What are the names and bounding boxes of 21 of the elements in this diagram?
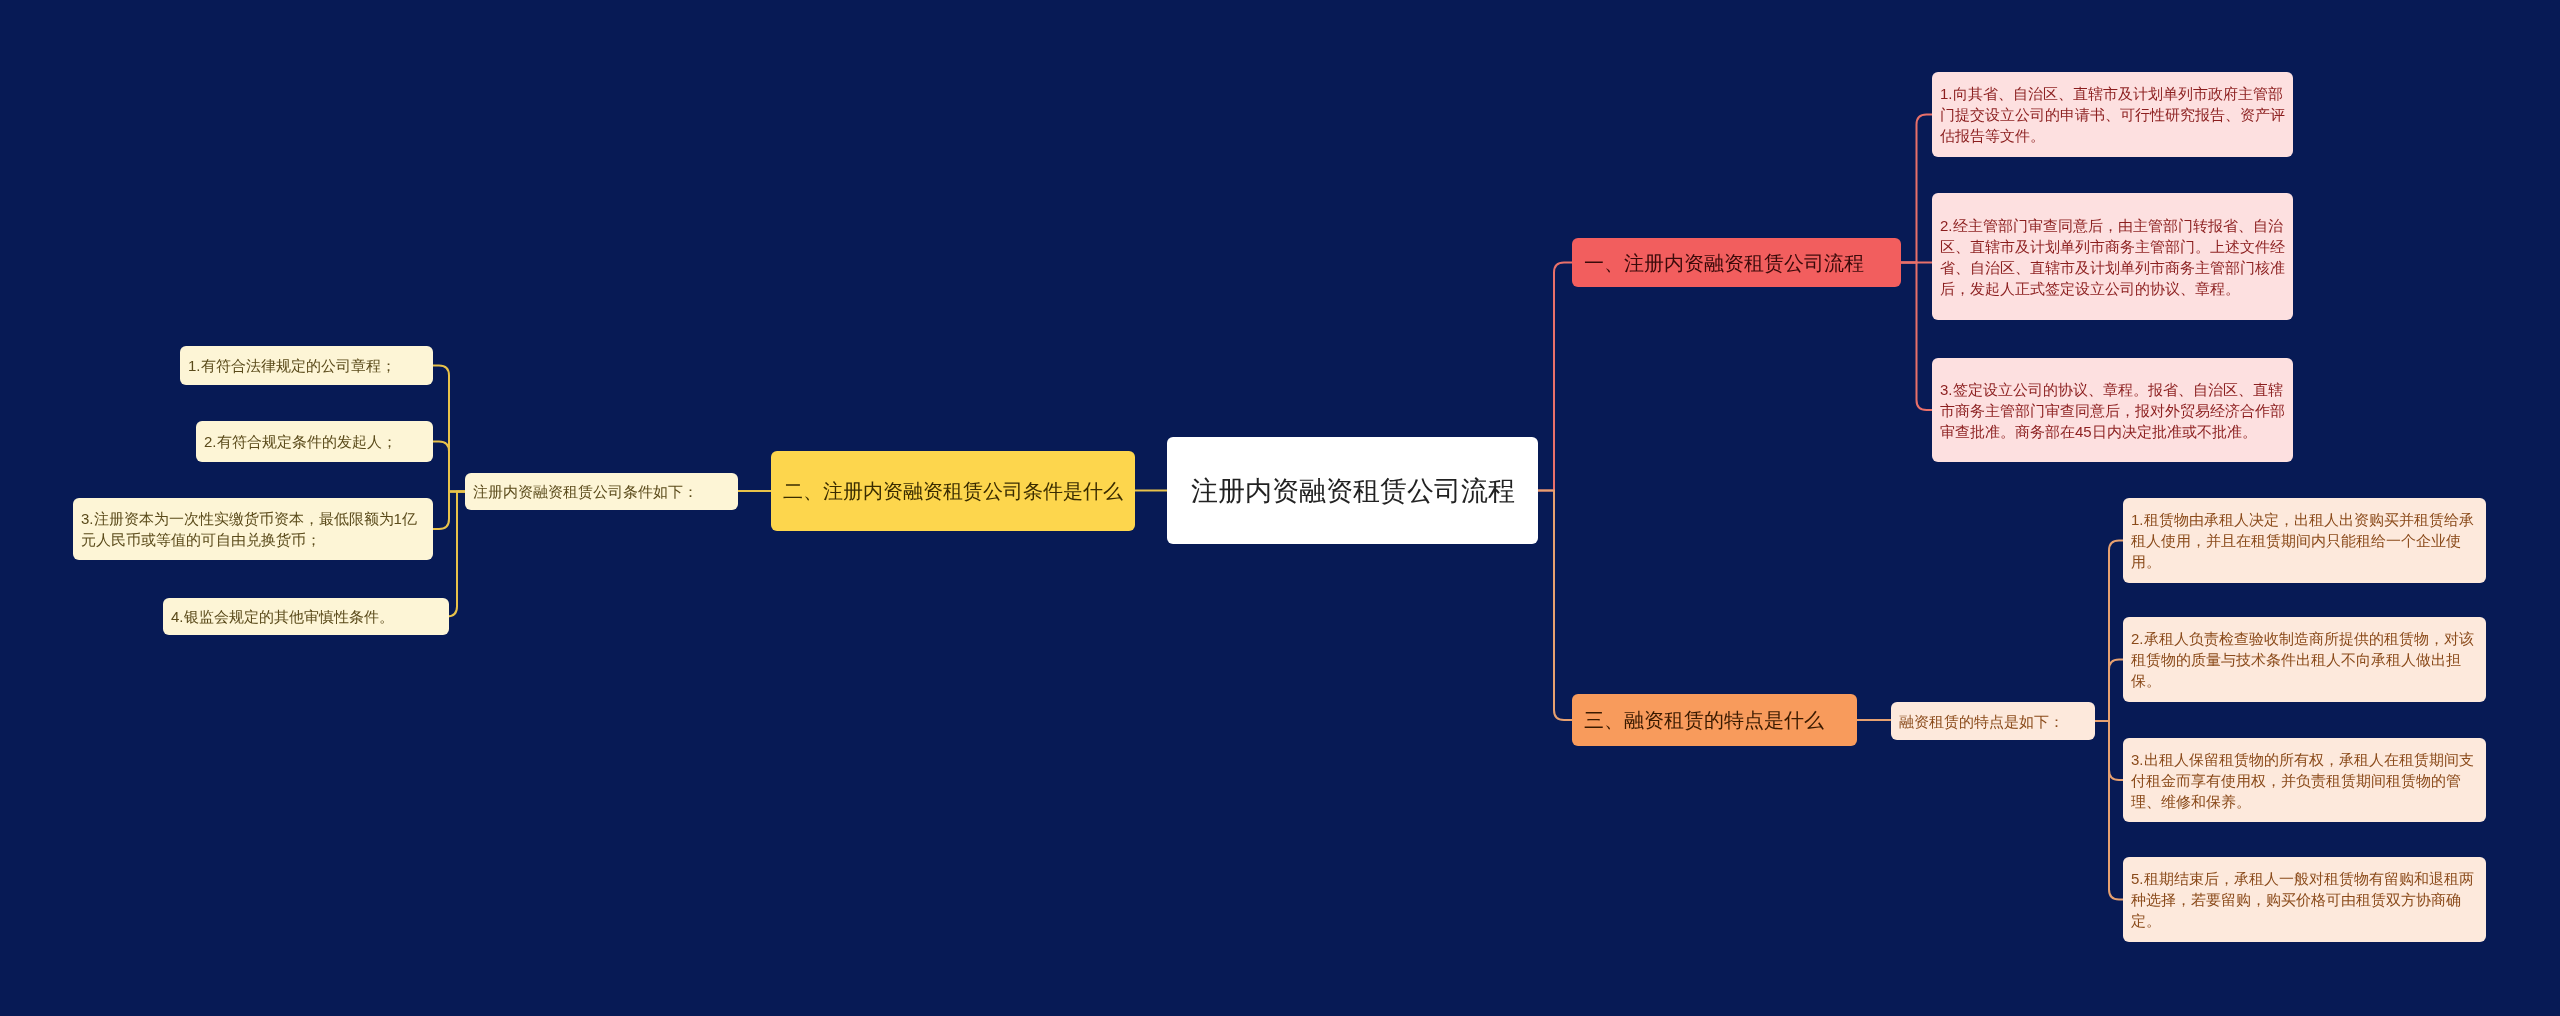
branch-topic: 二、注册内资融资租赁公司条件是什么 (771, 451, 1135, 531)
connector-line (1134, 489, 1168, 492)
subtopic-card: 1.有符合法律规定的公司章程； (180, 346, 433, 385)
subtopic-card: 1.租赁物由承租人决定，出租人出资购买并租赁给承租人使用，并且在租赁期间内只能租给一个企业使用。 (2123, 498, 2486, 583)
subtopic-card: 4.银监会规定的其他审慎性条件。 (163, 598, 449, 635)
subtopic-card: 3.出租人保留租赁物的所有权，承租人在租赁期间支付租金而享有使用权，并负责租赁期间租赁物的管理、维修和保养。 (2123, 738, 2486, 822)
subtopic-card: 融资租赁的特点是如下： (1891, 702, 2095, 740)
subtopic-card: 2.承租人负责检查验收制造商所提供的租赁物，对该租赁物的质量与技术条件出租人不向承租人做出担保。 (2123, 617, 2486, 702)
connector-line (1537, 489, 1573, 721)
subtopic-card: 2.经主管部门审查同意后，由主管部门转报省、自治区、直辖市及计划单列市商务主管部门。上述文件经省、自治区、直辖市及计划单列市商务主管部门核准后，发起人正式签定设立公司的协议、章程。 (1932, 193, 2293, 320)
connector-line (1856, 719, 1892, 721)
subtopic-card: 2.有符合规定条件的发起人； (196, 421, 433, 462)
subtopic-card: 3.签定设立公司的协议、章程。报省、自治区、直辖市商务主管部门审查同意后，报对外贸易经济合作部审查批准。商务部在45日内决定批准或不批准。 (1932, 358, 2293, 462)
branch-topic: 一、注册内资融资租赁公司流程 (1572, 238, 1901, 287)
central-topic: 注册内资融资租赁公司流程 (1167, 437, 1538, 544)
subtopic-card: 注册内资融资租赁公司条件如下： (465, 473, 738, 510)
subtopic-card: 1.向其省、自治区、直辖市及计划单列市政府主管部门提交设立公司的申请书、可行性研究报告、资产评估报告等文件。 (1932, 72, 2293, 157)
connector-line (737, 490, 772, 492)
subtopic-card: 5.租期结束后，承租人一般对租赁物有留购和退租两种选择，若要留购，购买价格可由租赁双方协商确定。 (2123, 857, 2486, 942)
subtopic-card: 3.注册资本为一次性实缴货币资本，最低限额为1亿元人民币或等值的可自由兑换货币； (73, 498, 433, 560)
branch-topic: 三、融资租赁的特点是什么 (1572, 694, 1857, 746)
